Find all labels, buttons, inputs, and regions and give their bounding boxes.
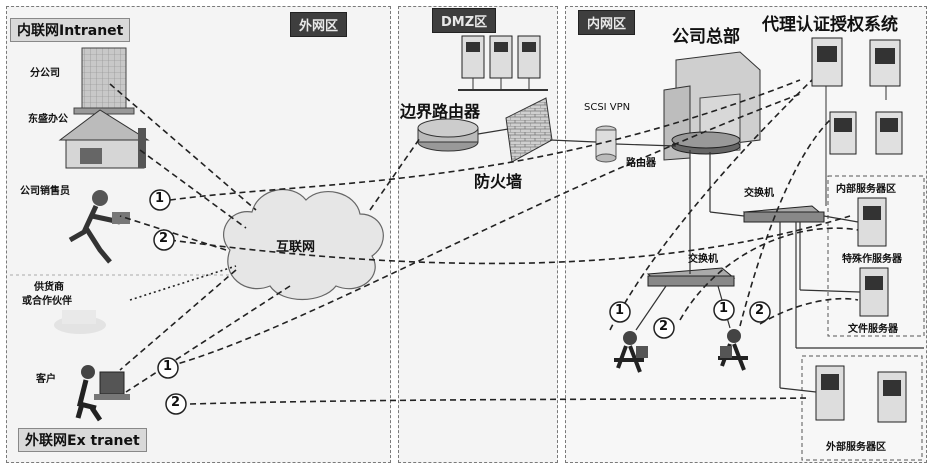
internet-cloud-icon — [223, 188, 384, 301]
marker-group — [149, 189, 771, 415]
marker-7: 1 — [719, 301, 729, 316]
internal-user-2-icon — [718, 329, 748, 371]
customer-icon — [75, 365, 130, 422]
marker-6: 2 — [659, 319, 669, 334]
sub-switch-icon — [646, 267, 736, 287]
outer-zone-tag: 外网区 — [290, 12, 348, 37]
intranet-title: 内联网Intranet — [10, 18, 131, 42]
vpn-device-icon — [595, 125, 617, 163]
branch-building-icon — [73, 47, 135, 115]
border-router-label: 边界路由器 — [400, 102, 481, 121]
marker-3: 1 — [163, 359, 173, 374]
extranet-title: 外联网Ex tranet — [18, 428, 147, 452]
customer-label: 客户 — [36, 374, 56, 385]
sales-label: 公司销售员 — [20, 186, 70, 197]
border-router-icon — [417, 118, 479, 152]
marker-1: 1 — [155, 191, 165, 206]
internal-server-zone-box — [827, 175, 925, 337]
proxy-auth-servers-icon — [811, 37, 903, 155]
marker-8: 2 — [755, 303, 765, 318]
external-servers-label: 外部服务器区 — [826, 442, 886, 453]
dmz-zone-tag: DMZ区 — [432, 8, 497, 33]
branch-label: 分公司 — [30, 68, 60, 79]
hq-label: 公司总部 — [672, 27, 740, 47]
router-label: 路由器 — [626, 158, 656, 169]
file-server-icon — [859, 267, 889, 317]
remote-office-house-icon — [58, 109, 150, 169]
marker-2: 2 — [159, 231, 169, 246]
dmz-servers-icon — [458, 35, 548, 91]
inner-zone-tag: 内网区 — [578, 10, 636, 35]
supplier-label-1: 供货商 — [34, 282, 64, 293]
marker-5: 1 — [615, 303, 625, 318]
main-switch-label: 交换机 — [744, 188, 774, 199]
firewall-icon — [505, 97, 553, 163]
vpn-label: SCSI VPN — [584, 102, 631, 113]
external-servers-icon — [815, 365, 907, 423]
remote-office-label: 东盛办公 — [28, 114, 68, 125]
internet-label: 互联网 — [276, 240, 316, 255]
special-server-label: 特殊作服务器 — [842, 254, 902, 265]
proxy-auth-label: 代理认证授权系统 — [762, 15, 898, 35]
supplier-icon — [54, 310, 106, 334]
firewall-label: 防火墙 — [474, 172, 523, 191]
main-switch-icon — [742, 205, 826, 223]
dmz-zone — [398, 6, 558, 463]
marker-4: 2 — [171, 395, 181, 410]
external-server-zone-box — [801, 355, 923, 461]
supplier-label-2: 或合作伙伴 — [22, 296, 72, 307]
special-server-icon — [857, 197, 887, 247]
internal-servers-label: 内部服务器区 — [836, 184, 896, 195]
sub-switch-label: 交换机 — [688, 254, 718, 265]
internal-user-1-icon — [614, 331, 648, 373]
file-server-label: 文件服务器 — [848, 324, 898, 335]
hq-router-icon — [671, 131, 741, 155]
salesperson-icon — [68, 190, 130, 264]
